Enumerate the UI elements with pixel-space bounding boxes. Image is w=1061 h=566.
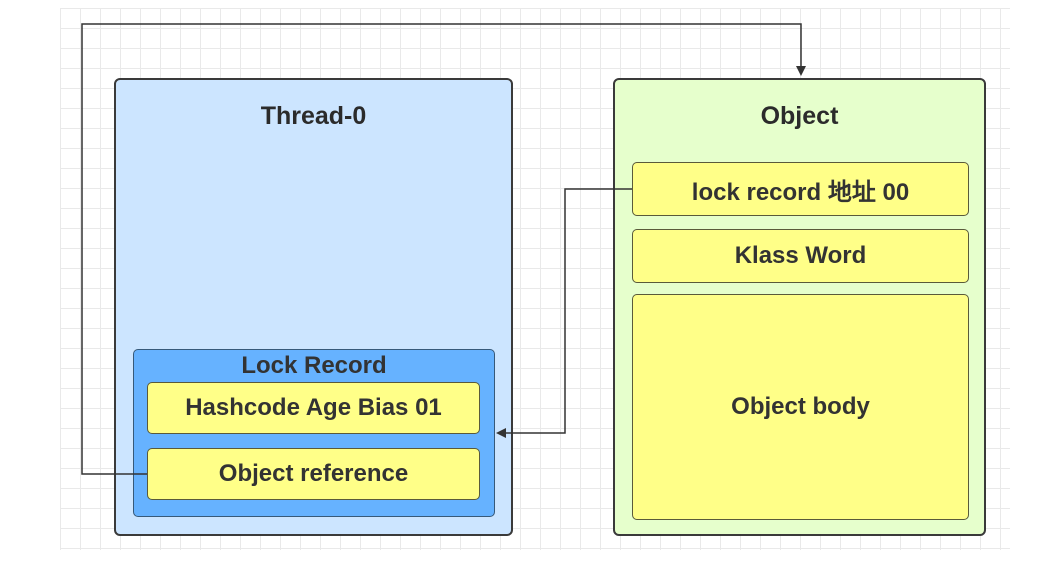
hashcode-age-bias-field: Hashcode Age Bias 01 xyxy=(147,382,480,434)
lock-record-title: Lock Record xyxy=(241,352,387,379)
object-body-field: Object body xyxy=(632,294,969,520)
object-title: Object xyxy=(760,102,839,130)
thread-title: Thread-0 xyxy=(260,102,367,130)
klass-word-field: Klass Word xyxy=(632,229,969,283)
object-reference-arrow xyxy=(81,23,806,475)
lock-record-pointer-arrow xyxy=(496,188,632,438)
object-reference-field: Object reference xyxy=(147,448,480,500)
lock-record-address-field: lock record 地址 00 xyxy=(632,162,969,216)
